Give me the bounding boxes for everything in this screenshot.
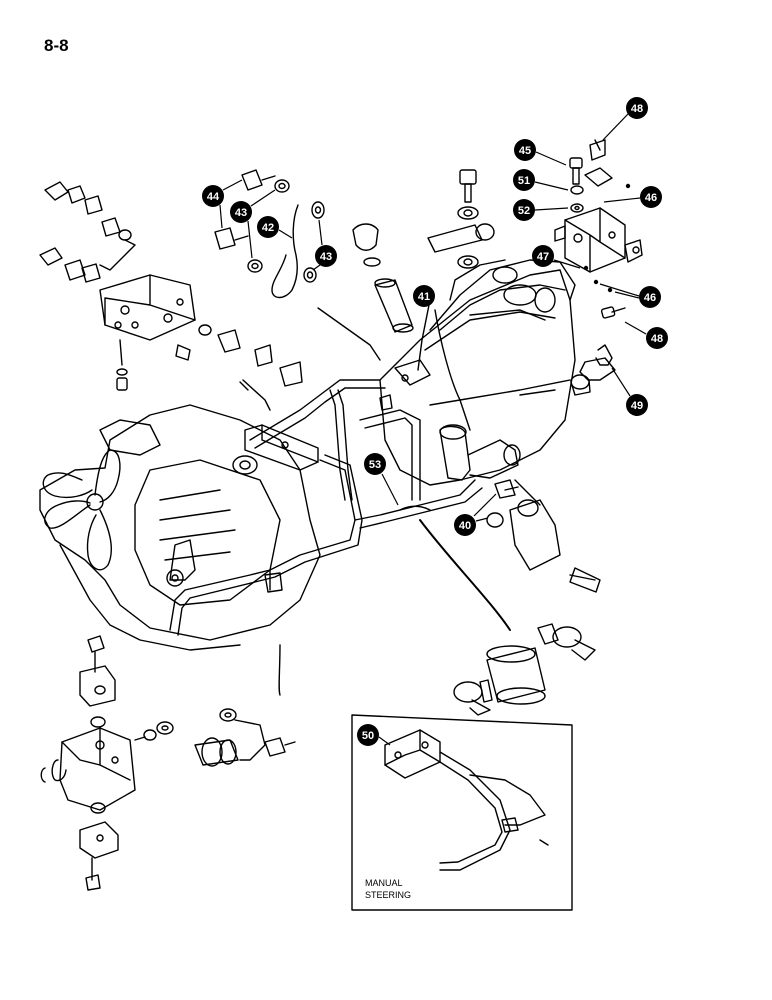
callout-41: 41 [413, 285, 435, 307]
pressure-line-hardware [214, 169, 325, 299]
callout-51: 51 [513, 169, 569, 191]
hydraulic-lines [166, 379, 483, 636]
callout-52: 52 [513, 199, 569, 221]
filler-assembly [352, 223, 414, 333]
svg-text:48: 48 [651, 333, 663, 345]
hose-and-clamps [453, 623, 596, 716]
callout-53: 53 [364, 453, 399, 506]
svg-text:44: 44 [207, 191, 220, 203]
svg-text:43: 43 [235, 207, 247, 219]
svg-text:52: 52 [518, 205, 530, 217]
valve-cover [424, 311, 556, 351]
lower-center-hardware [194, 708, 296, 767]
page-number: 8-8 [44, 36, 69, 55]
leader-lines [242, 299, 571, 696]
callout-46-top: 46 [603, 186, 662, 208]
svg-text:49: 49 [631, 400, 643, 412]
fan-assembly [42, 449, 121, 571]
callout-48-top: 48 [602, 97, 648, 141]
svg-text:53: 53 [369, 459, 381, 471]
svg-text:46: 46 [645, 192, 657, 204]
callout-45: 45 [514, 139, 567, 166]
elbow-fitting [379, 359, 521, 481]
callout-42: 42 [257, 216, 293, 239]
callout-47: 47 [532, 245, 581, 269]
callout-49: 49 [611, 367, 648, 416]
callout-43-right: 43 [312, 219, 337, 271]
relief-valve-assembly [554, 139, 643, 319]
svg-text:47: 47 [537, 251, 549, 263]
valve-fittings [39, 181, 303, 391]
callout-48-lower: 48 [624, 321, 668, 349]
inset-caption-line2: STEERING [365, 890, 411, 900]
svg-text:48: 48 [631, 103, 643, 115]
control-valve-block [99, 274, 212, 391]
engine-block [39, 404, 321, 651]
svg-text:51: 51 [518, 175, 530, 187]
callout-43-left: 43 [230, 189, 276, 259]
top-center-hardware [427, 169, 495, 269]
svg-text:45: 45 [519, 145, 531, 157]
callout-50: 50 [357, 724, 391, 746]
svg-text:40: 40 [459, 520, 471, 532]
svg-text:42: 42 [262, 222, 274, 234]
hydraulic-pump [40, 635, 174, 891]
inset-caption-line1: MANUAL [365, 878, 403, 888]
tube-clamp [570, 344, 616, 396]
svg-text:43: 43 [320, 251, 332, 263]
hydraulic-tank [379, 259, 576, 486]
svg-text:41: 41 [418, 291, 430, 303]
pump-fitting [486, 479, 601, 593]
svg-text:50: 50 [362, 730, 374, 742]
svg-text:46: 46 [644, 292, 656, 304]
manual-steering-inset [351, 714, 573, 911]
callout-46-lower: 46 [599, 283, 661, 308]
callout-44: 44 [202, 179, 243, 229]
callout-40: 40 [454, 493, 497, 536]
